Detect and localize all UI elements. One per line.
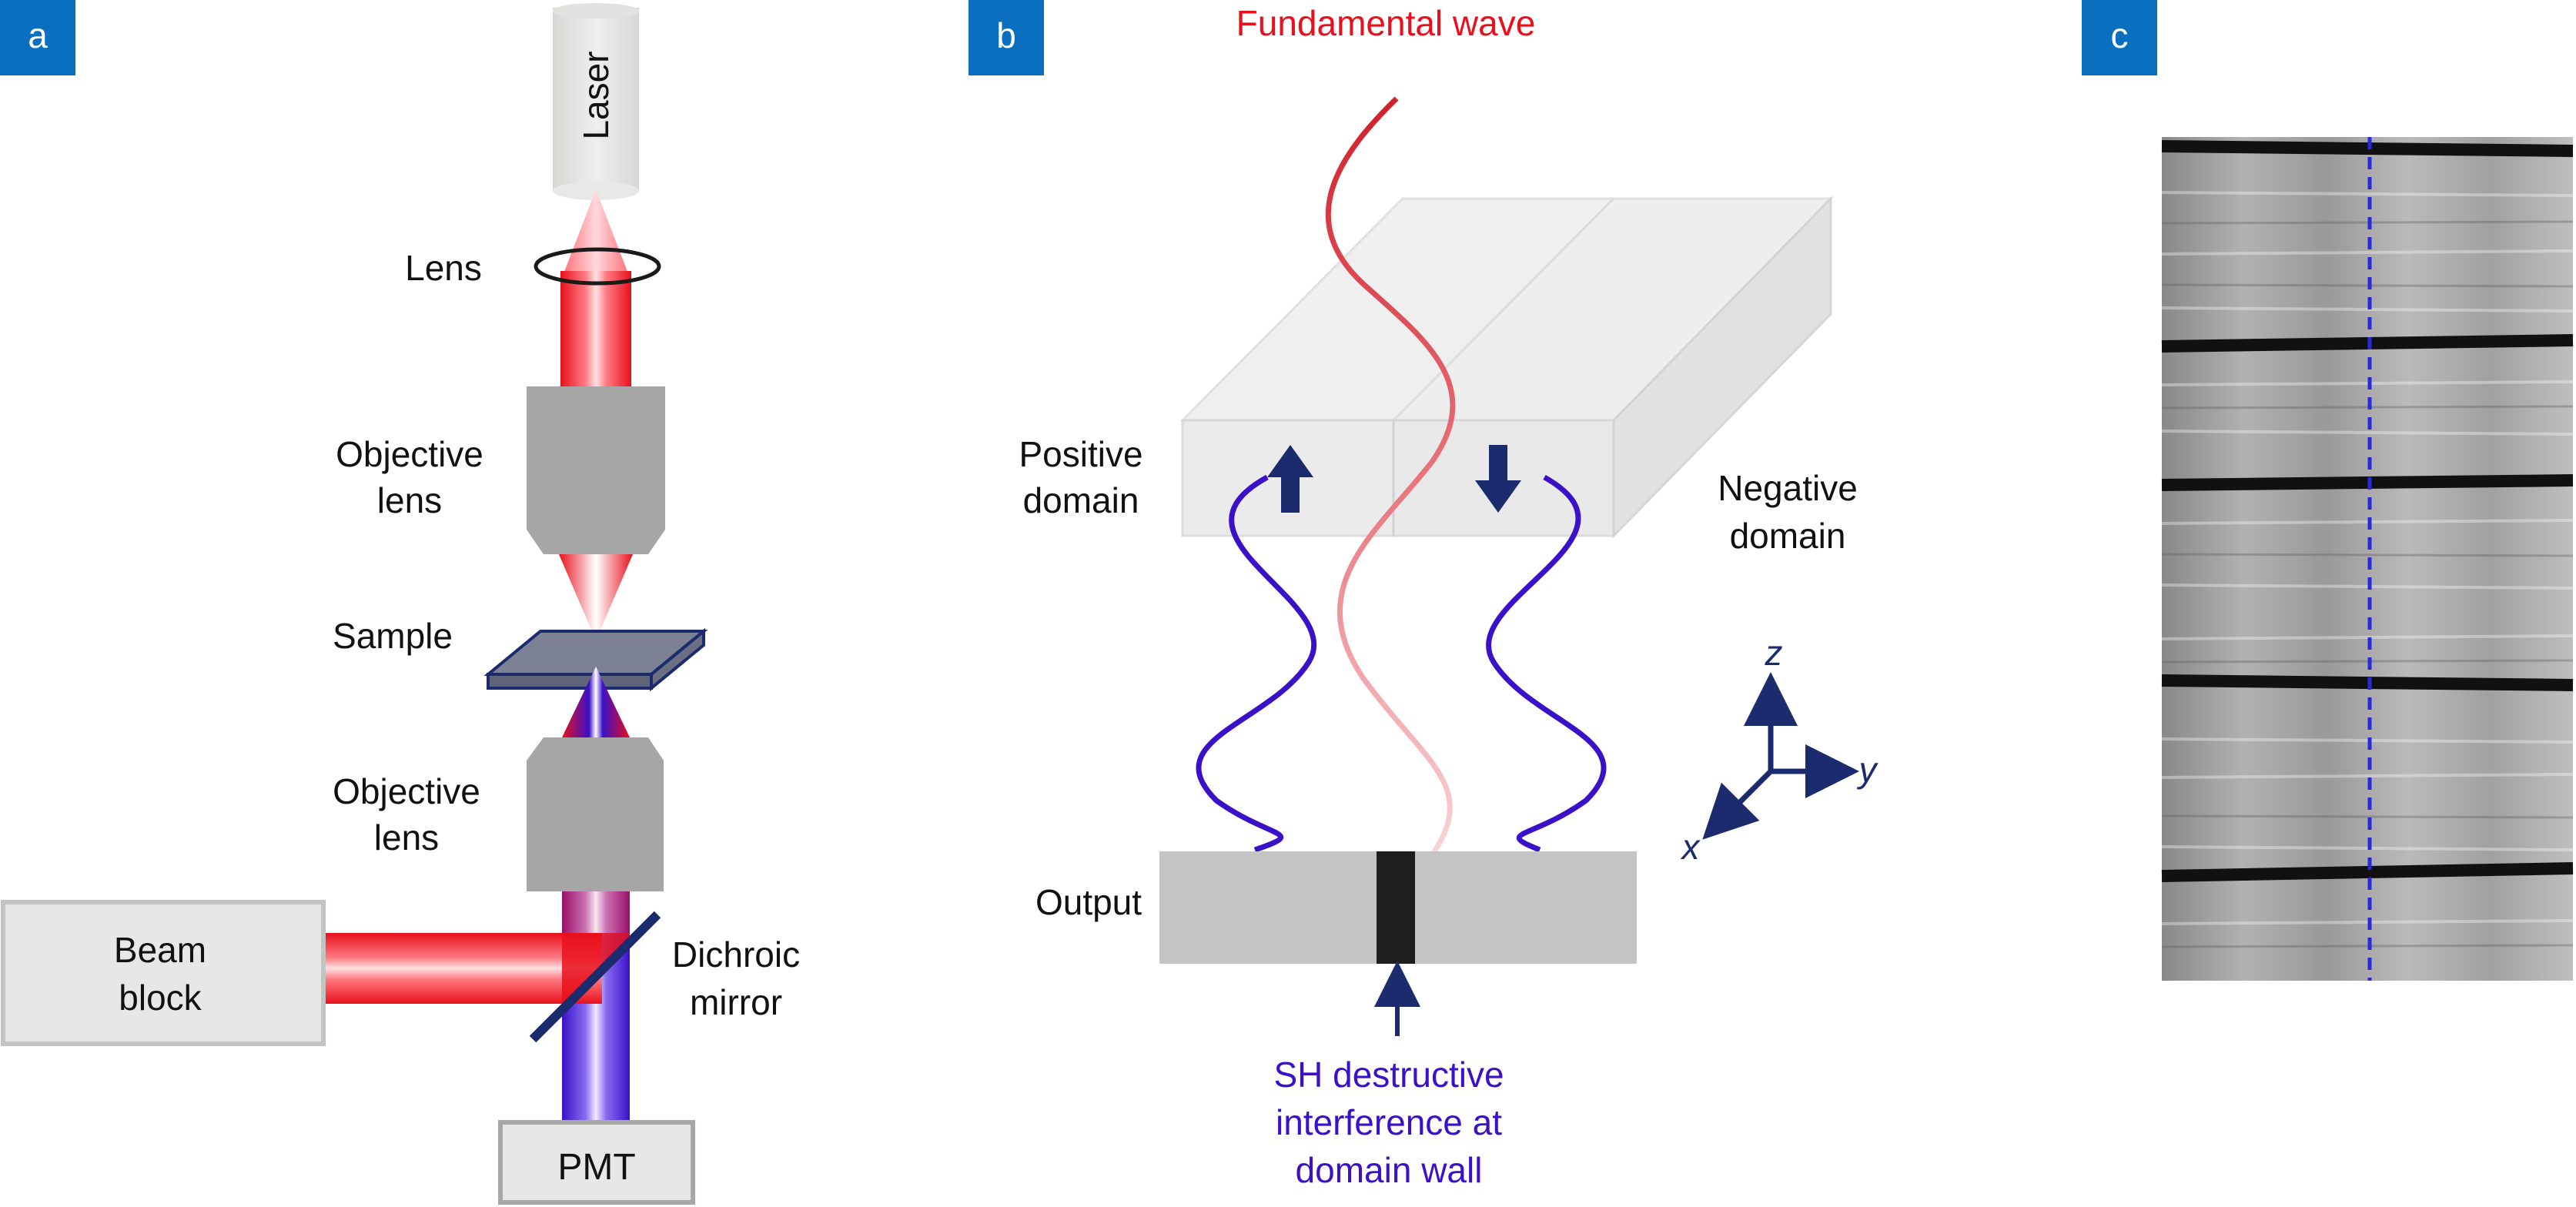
panel-b-tag: b [996, 15, 1016, 55]
panel-b: b Fundamental wave Positive domain Negat… [969, 0, 1879, 1190]
pmt-box [498, 1120, 695, 1205]
negative-domain-label-1: Negative [1718, 468, 1858, 508]
shg-microscopy-image [2161, 137, 2574, 981]
laser-cone [560, 189, 631, 282]
domain-wall-lines [2161, 140, 2574, 882]
sh-wave-left [1196, 474, 1317, 853]
panel-a: a Laser Lens Objective lens Sample [0, 0, 800, 1205]
red-beam-mirror-cut [562, 933, 630, 1004]
objective-bottom-label-2: lens [374, 817, 439, 858]
objective-bottom [527, 737, 664, 891]
focus-cone-up [562, 667, 630, 737]
panel-a-tag-box [0, 0, 75, 75]
texture-streaks [2161, 191, 2574, 925]
beam-block [1, 900, 326, 1046]
output-label: Output [1035, 882, 1142, 922]
fundamental-wave [1325, 96, 1456, 854]
objective-top-label-1: Objective [336, 434, 483, 474]
positive-domain-label-1: Positive [1019, 434, 1142, 474]
laser: Laser [553, 3, 639, 200]
domain-blocks [1179, 196, 1834, 539]
panel-a-tag: a [28, 15, 48, 55]
beam-block-label-1: Beam [114, 930, 206, 970]
focus-cone-down [559, 554, 633, 640]
laser-label: Laser [576, 51, 616, 139]
objective-top [527, 386, 665, 554]
texture-dark-streaks [2161, 220, 2574, 948]
pmt-label: PMT [557, 1147, 635, 1188]
dichroic-label-1: Dichroic [672, 935, 800, 975]
panel-b-tag-box [969, 0, 1044, 75]
sh-wave-right [1486, 474, 1607, 853]
sh-label-1: SH destructive [1273, 1055, 1504, 1095]
objective-top-label-2: lens [377, 480, 442, 520]
lens [534, 247, 661, 286]
axis-y-label: y [1857, 750, 1879, 790]
beam-block-label-2: block [119, 978, 202, 1018]
red-beam-top [560, 271, 631, 388]
fundamental-wave-label: Fundamental wave [1236, 3, 1536, 43]
negative-domain-side [1612, 196, 1832, 539]
lens-label: Lens [405, 248, 482, 288]
sh-label-2: interference at [1276, 1102, 1502, 1142]
negative-domain-label-2: domain [1730, 516, 1846, 556]
red-beam-upper-stub [562, 891, 630, 933]
domain-wall-dark-line [1377, 851, 1415, 964]
dichroic-mirror [529, 911, 661, 1043]
axis-x-label: x [1681, 827, 1701, 867]
dichroic-label-2: mirror [690, 982, 782, 1022]
red-beam-side [323, 933, 602, 1004]
panel-c: c [2082, 0, 2574, 981]
up-arrow-icon [1267, 445, 1313, 513]
positive-domain-label-2: domain [1023, 480, 1139, 520]
sample-label: Sample [333, 616, 453, 656]
coordinate-axes: z y x [1681, 633, 1879, 867]
axis-z-label: z [1765, 633, 1783, 673]
panel-c-tag-box [2082, 0, 2157, 75]
objective-bottom-label-1: Objective [333, 771, 480, 811]
down-arrow-icon [1475, 445, 1521, 513]
sh-label-3: domain wall [1296, 1150, 1483, 1190]
panel-c-tag: c [2111, 15, 2129, 55]
axis-x-line [1702, 769, 1773, 840]
